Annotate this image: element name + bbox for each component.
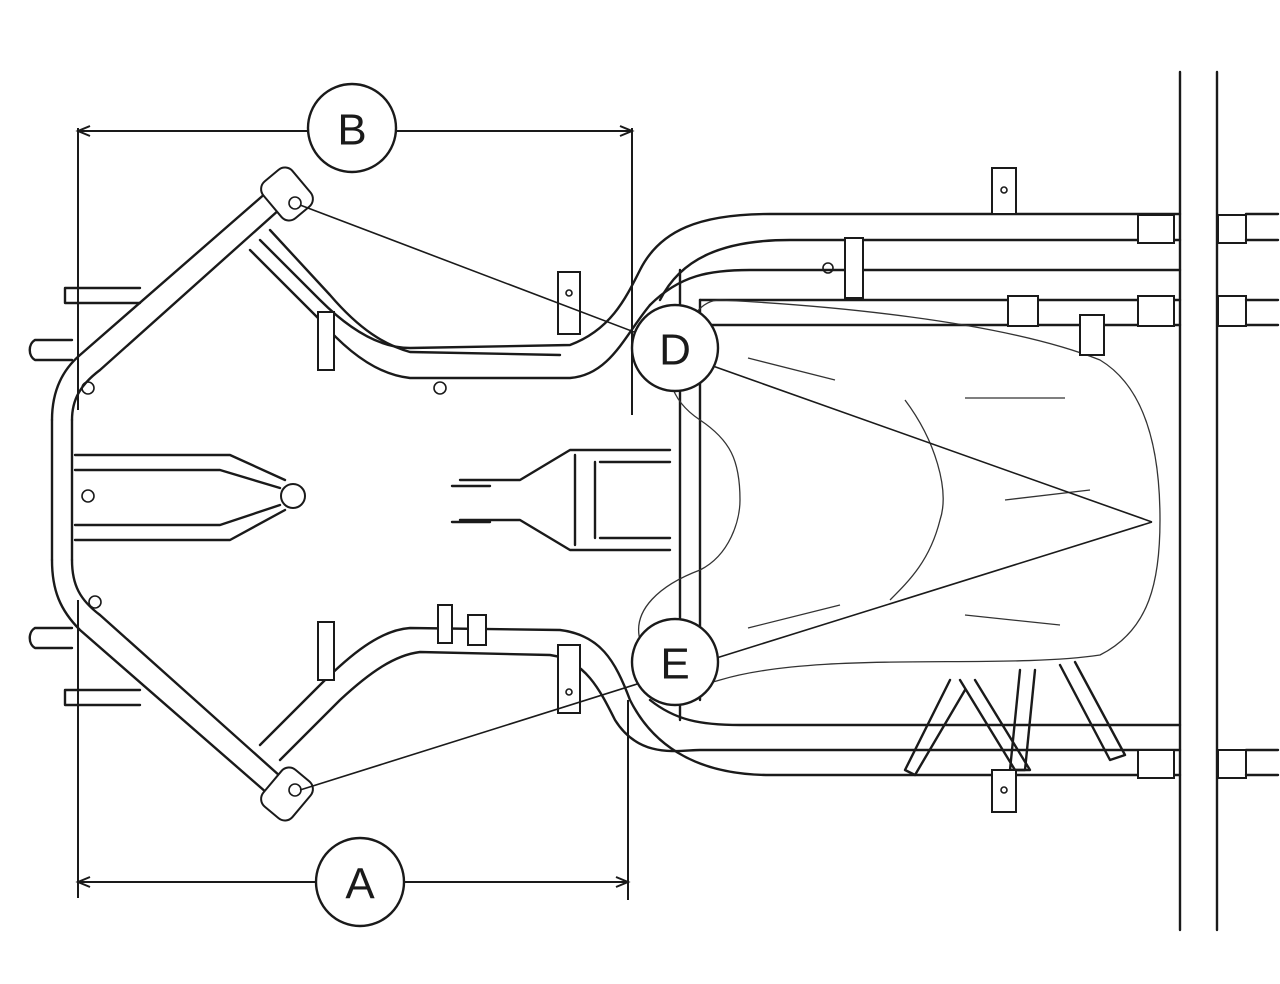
callout-a-label: A	[345, 860, 375, 909]
seat-struts	[903, 660, 1127, 777]
bracket-tab	[1079, 314, 1105, 356]
bearing-block	[1217, 295, 1247, 327]
steering-shaft-circle	[280, 483, 306, 509]
spindle-mounts	[260, 166, 314, 822]
steering-column	[73, 448, 672, 552]
bracket-tab	[844, 237, 864, 299]
seat-outline	[638, 299, 1161, 684]
mounting-brackets	[28, 167, 1105, 813]
lower-spindle	[260, 766, 314, 822]
rear-axle-lines	[1178, 70, 1219, 932]
axle-bearings	[1137, 212, 1280, 779]
bracket-tab	[317, 311, 335, 371]
bracket-tab	[317, 621, 335, 681]
bracket-tab	[467, 614, 487, 646]
bracket-tab	[991, 769, 1017, 813]
measurement-lines	[299, 204, 1153, 791]
callout-d: D	[630, 303, 720, 393]
bracket-tab	[991, 167, 1017, 215]
bracket-tab	[557, 644, 581, 714]
callout-b: B	[306, 82, 398, 174]
bracket-tab	[1007, 295, 1039, 327]
bracket-tab	[557, 271, 581, 335]
bearing-block	[1217, 214, 1247, 244]
bracket-tab	[437, 604, 453, 644]
callout-d-label: D	[659, 326, 691, 375]
upper-spindle	[260, 166, 314, 222]
callout-b-label: B	[337, 106, 366, 155]
bearing-block	[1137, 295, 1175, 327]
callout-e: E	[630, 617, 720, 707]
bearing-block	[1137, 214, 1175, 244]
bearing-block	[1217, 749, 1247, 779]
callout-a: A	[314, 836, 406, 928]
callout-e-label: E	[660, 640, 689, 689]
bearing-block	[1137, 749, 1175, 779]
chassis-frame	[50, 183, 1182, 802]
